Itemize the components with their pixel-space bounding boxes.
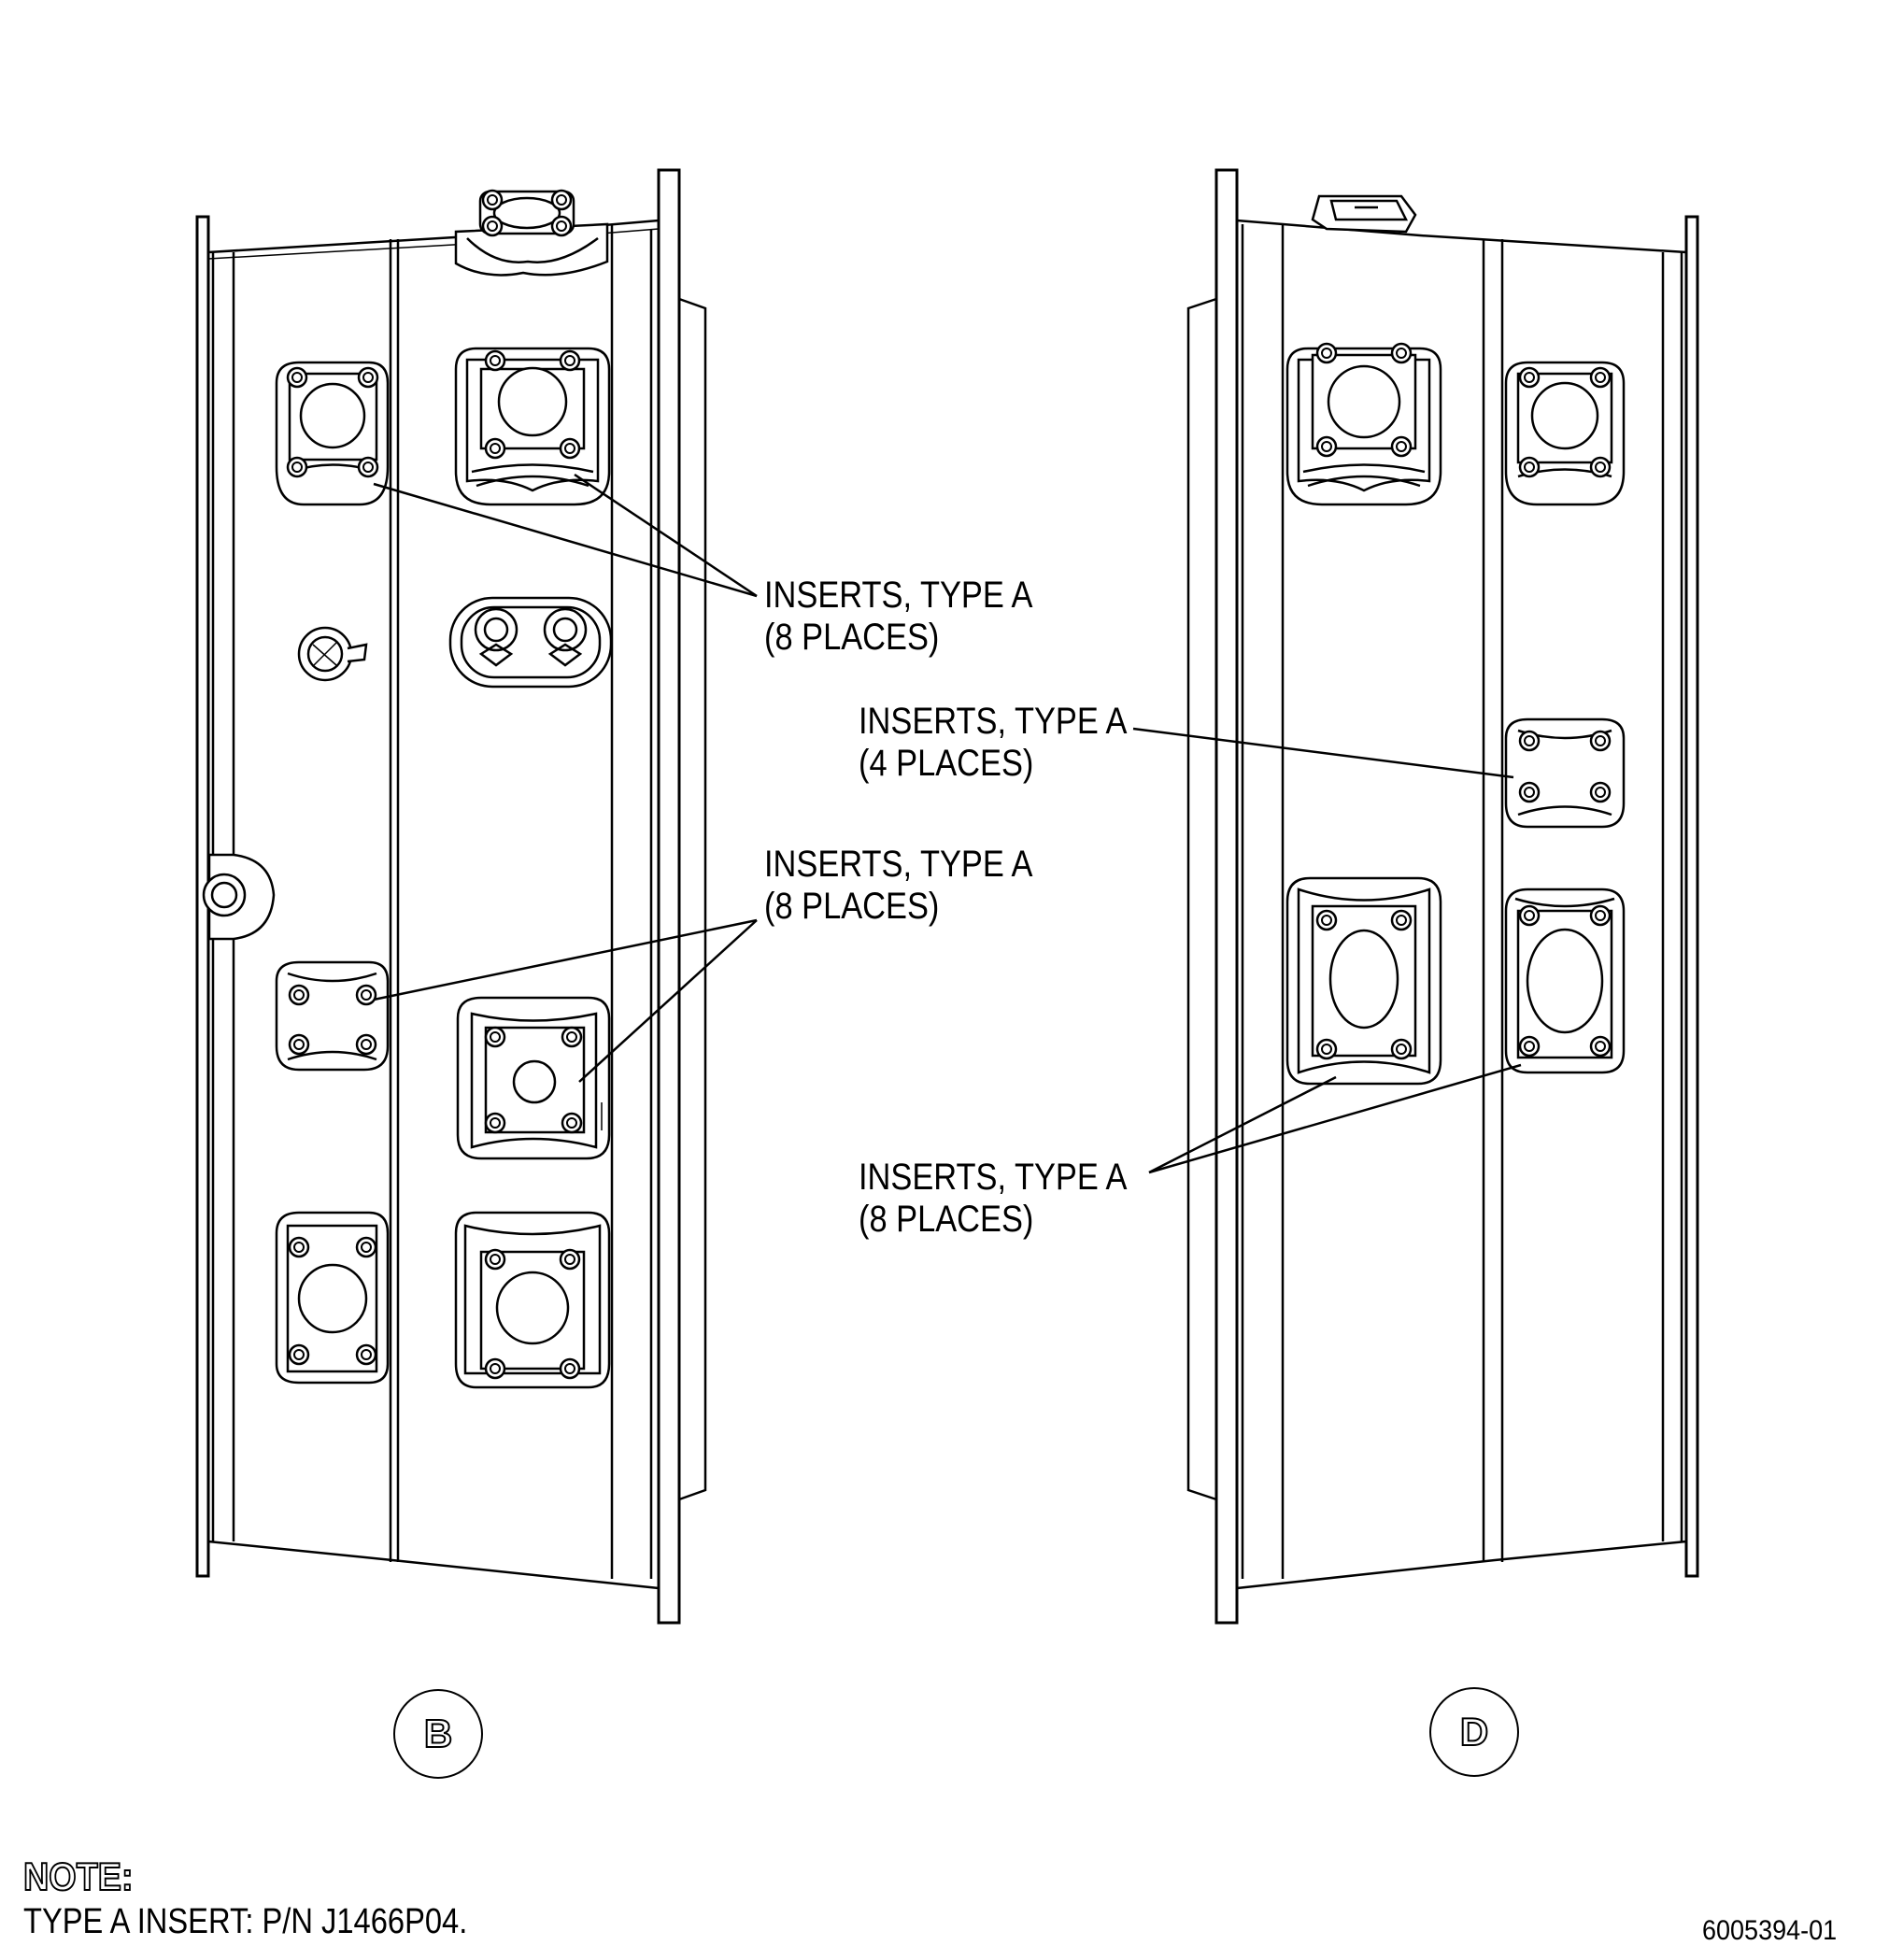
view-b-top-fitting: [454, 189, 609, 277]
view-b-insert-left-1: [275, 361, 390, 506]
leader-b-lower-1: [373, 918, 758, 1001]
leader-b-upper-1: [373, 482, 758, 598]
view-d-insert-right-1: [1504, 361, 1626, 506]
callout-d-middle-line1: INSERTS, TYPE A: [859, 701, 1128, 742]
view-d-insert-right-3: [1504, 888, 1626, 1074]
view-id-d: D: [1429, 1687, 1519, 1777]
view-d-insert-left-2: [1285, 876, 1442, 1086]
callout-b-upper: INSERTS, TYPE A (8 PLACES): [764, 575, 1032, 659]
callout-d-lower: INSERTS, TYPE A (8 PLACES): [859, 1157, 1127, 1241]
view-b-insert-right-1: [454, 347, 611, 506]
view-d-insert-left-1: [1285, 342, 1442, 506]
leader-b-lower-2: [578, 919, 758, 1083]
view-b-side-lug: [202, 853, 276, 941]
note-heading: NOTE:: [22, 1853, 134, 1899]
callout-d-lower-line2: (8 PLACES): [859, 1199, 1034, 1240]
view-d-panel: [1186, 168, 1699, 1625]
view-d-insert-right-2: [1504, 717, 1626, 829]
view-b-small-boss: [297, 626, 368, 682]
view-b-insert-left-2: [275, 960, 390, 1072]
callout-b-lower-line1: INSERTS, TYPE A: [764, 844, 1033, 885]
view-b-insert-right-3: [454, 1211, 611, 1389]
document-number: 6005394-01: [1702, 1915, 1838, 1946]
leader-b-upper-2: [574, 473, 758, 598]
callout-b-lower: INSERTS, TYPE A (8 PLACES): [764, 844, 1032, 928]
callout-d-lower-line1: INSERTS, TYPE A: [859, 1157, 1128, 1198]
callout-d-middle-line2: (4 PLACES): [859, 743, 1034, 784]
leader-d-lower-1: [1148, 1075, 1337, 1174]
view-id-b: B: [393, 1689, 483, 1779]
callout-b-upper-line1: INSERTS, TYPE A: [764, 575, 1033, 616]
callout-b-upper-line2: (8 PLACES): [764, 617, 940, 658]
leader-d-lower-2: [1148, 1063, 1522, 1174]
view-d-top-fitting: [1311, 194, 1417, 234]
callout-b-lower-line2: (8 PLACES): [764, 886, 940, 927]
view-b-insert-left-3: [275, 1211, 390, 1385]
leader-d-middle: [1132, 727, 1514, 779]
view-b-insert-right-2: [456, 996, 611, 1160]
leader-lines: [373, 473, 1522, 1174]
view-b-connector: [448, 596, 613, 689]
note-text: TYPE A INSERT: P/N J1466P04.: [23, 1902, 468, 1941]
callout-d-middle: INSERTS, TYPE A (4 PLACES): [859, 701, 1127, 785]
